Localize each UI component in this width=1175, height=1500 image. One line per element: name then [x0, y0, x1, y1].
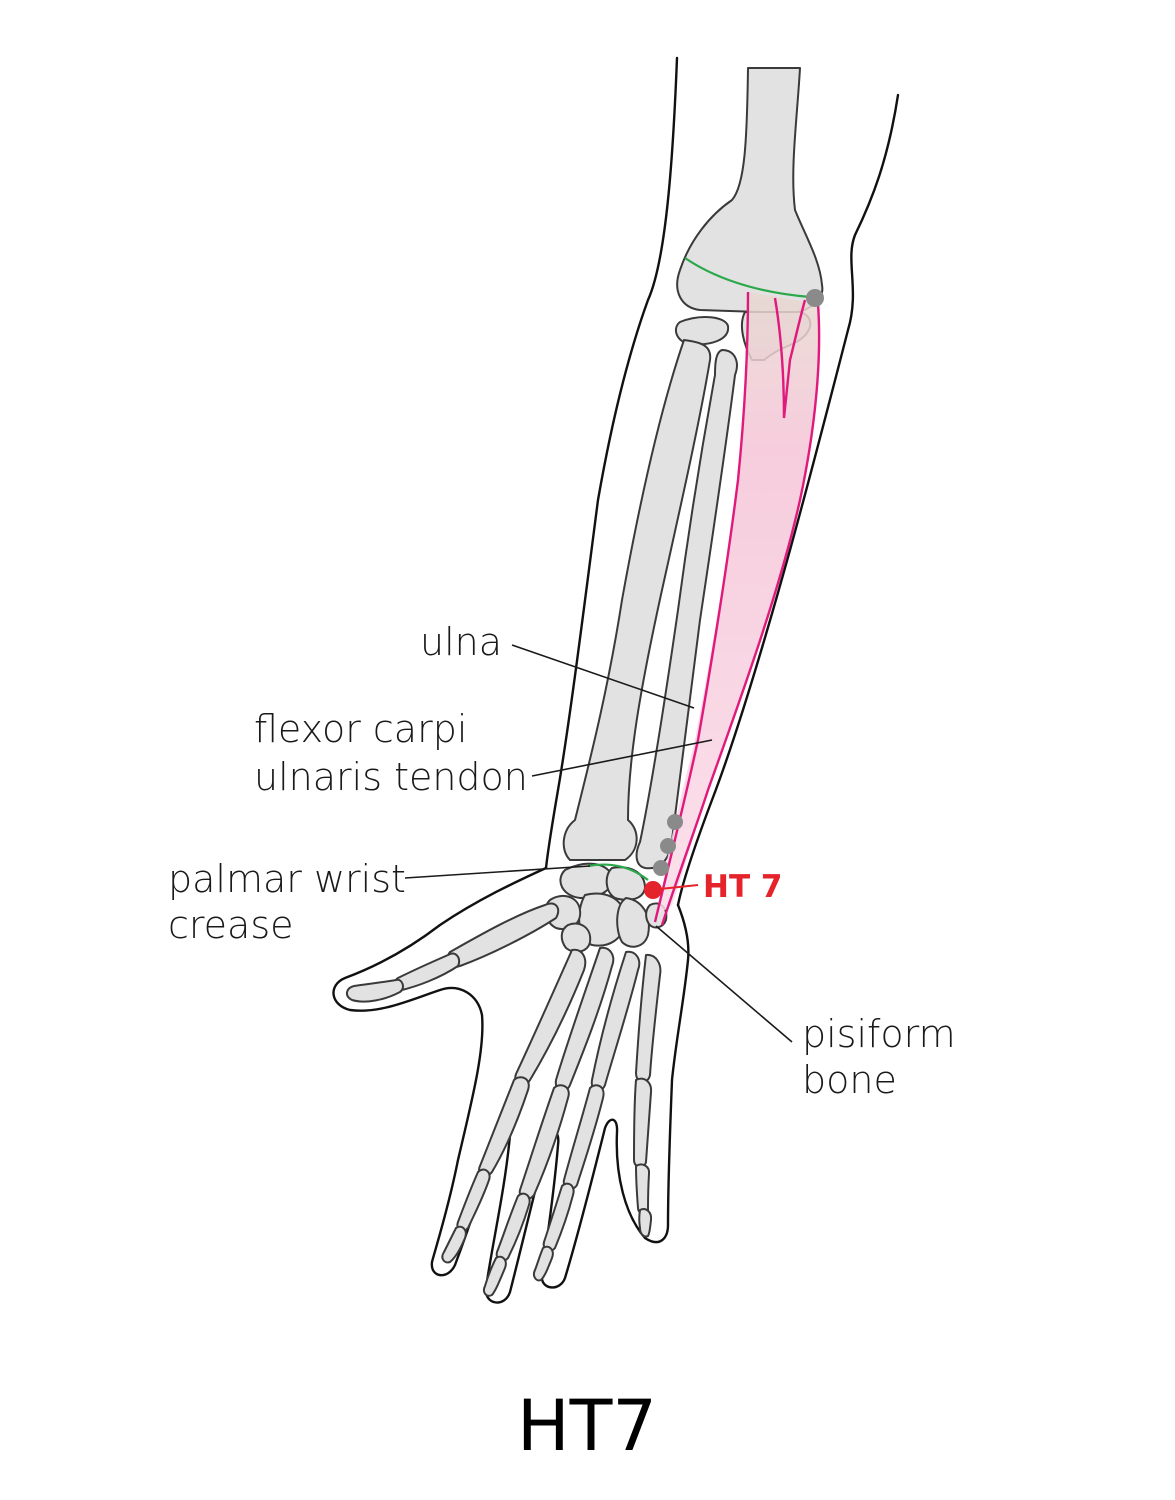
wrist-landmark-dot-3	[653, 860, 669, 876]
page-title: HT7	[517, 1385, 657, 1467]
tendon-outer	[660, 303, 821, 926]
hand-outline	[332, 866, 690, 1304]
tendon-label-line1: flexor carpi	[254, 707, 467, 751]
ring-distal	[532, 1245, 554, 1282]
ht7-point-marker[interactable]	[644, 881, 662, 899]
ht7-point-label: HT 7	[703, 869, 782, 905]
ring-proximal	[562, 1084, 605, 1191]
arm-outline	[332, 56, 900, 1304]
ulna-label: ulna	[420, 620, 502, 664]
middle-metacarpal	[554, 946, 615, 1092]
middle-proximal	[518, 1084, 570, 1201]
ulna-leader-line	[511, 644, 695, 709]
tendon-label-line2: ulnaris tendon	[254, 755, 528, 799]
lunate	[605, 866, 646, 901]
index-metacarpal	[514, 948, 587, 1087]
middle-middle	[495, 1192, 531, 1262]
pisiform-leader-line	[655, 925, 793, 1043]
thumb-proximal-phalanx	[393, 952, 461, 992]
middle-finger-bones	[482, 946, 615, 1297]
middle-distal	[482, 1255, 507, 1297]
elbow-crease	[684, 257, 811, 299]
radius-head	[674, 316, 730, 346]
crease-label-line2: crease	[168, 903, 294, 947]
thumb-bones	[346, 902, 560, 1003]
trapezoid	[560, 922, 592, 953]
carpal-bones	[544, 862, 668, 953]
ring-finger-bones	[532, 950, 641, 1282]
humerus-shaft	[676, 67, 824, 314]
little-proximal	[633, 1077, 653, 1168]
crease-leader-line	[404, 865, 591, 879]
tendon-leader-line	[531, 739, 713, 777]
little-distal	[638, 1208, 653, 1238]
hamate	[616, 897, 650, 948]
ht7-leader-line	[659, 884, 699, 890]
thumb-distal-phalanx	[346, 978, 404, 1003]
wrist-landmark-dot-1	[667, 814, 683, 830]
arm-outline-left	[544, 56, 679, 870]
index-proximal	[478, 1076, 530, 1177]
flexor-carpi-ulnaris	[653, 291, 821, 926]
index-finger-bones	[441, 948, 587, 1264]
crease-label-line1: palmar wrist	[168, 857, 406, 901]
palmar-wrist-crease	[587, 863, 649, 881]
arm-outline-right	[676, 93, 900, 907]
wrist-landmark-dot-2	[660, 838, 676, 854]
little-middle	[635, 1163, 651, 1215]
pisiform-label-line1: pisiform	[802, 1012, 956, 1056]
ulna-bone	[635, 349, 738, 870]
elbow-landmark-dot	[806, 289, 824, 307]
little-finger-bones	[633, 953, 662, 1238]
index-middle	[456, 1168, 491, 1232]
little-metacarpal	[635, 953, 662, 1083]
scaphoid	[559, 862, 614, 899]
radius	[562, 339, 712, 861]
pisiform-label-line2: bone	[802, 1058, 897, 1102]
index-distal	[441, 1225, 467, 1264]
muscle-belly	[658, 292, 820, 915]
ring-middle	[542, 1182, 575, 1252]
tendon-slip	[773, 297, 807, 419]
thumb-metacarpal	[446, 902, 560, 968]
ring-metacarpal	[590, 950, 641, 1092]
